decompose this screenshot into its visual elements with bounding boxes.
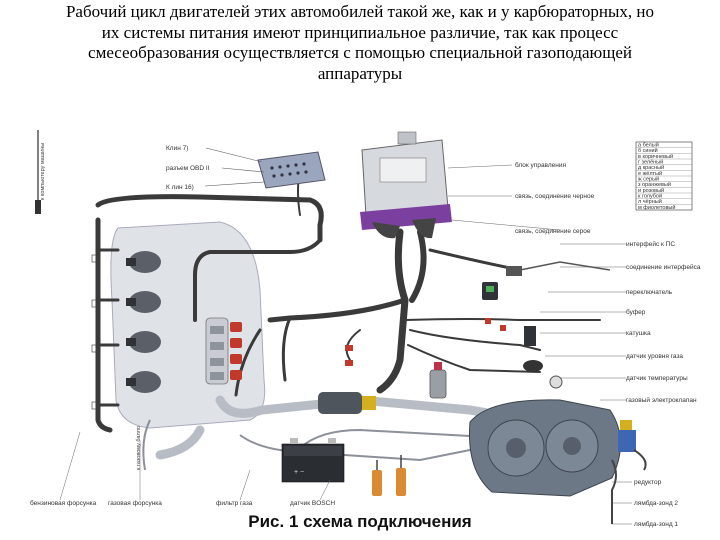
ecu-box-icon <box>360 131 452 239</box>
legend-item: ж серый <box>638 176 659 183</box>
label-buffer: буфер <box>626 308 646 316</box>
figure-caption: Рис. 1 схема подключения <box>248 512 472 531</box>
heading-line-4: аппаратуры <box>317 63 403 83</box>
obd-connector-icon <box>257 151 326 189</box>
label-petrol-injector: бензиновая форсунка <box>30 499 97 507</box>
legend-item: г зелёный <box>638 159 663 166</box>
gas-level-sensor-icon <box>523 360 543 372</box>
label-gas-valve: газовый электроклапан <box>626 396 697 404</box>
injector-rail-icon <box>205 317 229 385</box>
label-coil: катушка <box>626 330 651 337</box>
heading-line-1: Рабочий цикл двигателей этих автомобилей… <box>65 2 655 21</box>
lambda-sensor-icon <box>372 455 406 496</box>
legend-item: д красный <box>638 164 664 171</box>
vertical-label-computer: к компьютеру машины <box>40 143 46 200</box>
label-pin-7: Клин 7) <box>166 145 188 152</box>
color-legend: а белый б синий в коричневый г зелёный д… <box>635 142 693 211</box>
label-switch: переключатель <box>626 289 673 296</box>
legend-item: л чёрный <box>638 198 662 205</box>
label-gas-injector: газовая форсунка <box>108 500 162 507</box>
legend-item: к голубой <box>638 193 662 200</box>
solenoid-valve-icon <box>318 392 376 414</box>
legend-item: в коричневый <box>638 153 673 160</box>
label-interface-pc: интерфейс к ПС <box>626 240 675 248</box>
legend-item: и розовый <box>638 187 664 194</box>
legend-item: м фиолетовый <box>638 204 675 211</box>
label-lambda-2: лямбда-зонд 2 <box>634 499 678 507</box>
switch-icon <box>482 282 498 300</box>
temp-sensor-icon <box>549 375 563 389</box>
legend-item: а белый <box>638 142 659 149</box>
battery-icon: + − <box>281 438 345 483</box>
label-gas-filter: фильтр газа <box>216 500 253 507</box>
connector-group <box>230 318 506 380</box>
label-reducer: редуктор <box>634 479 662 486</box>
label-ecu: блок управления <box>515 161 566 169</box>
coil-icon <box>429 362 447 399</box>
label-black-connector: связь, соединение черное <box>515 193 595 200</box>
legend-item: б синий <box>638 147 658 154</box>
legend-item: е жёлтый <box>638 170 662 177</box>
heading-line-2: их системы питания имеют принципиальное … <box>101 22 619 42</box>
heading: Рабочий цикл двигателей этих автомобилей… <box>0 2 720 84</box>
label-obd: разъем OBD II <box>166 165 210 172</box>
buffer-icon <box>524 326 536 346</box>
label-temp-sensor: датчик температуры <box>626 375 688 382</box>
svg-text:+ −: + − <box>294 469 304 476</box>
legend-item: з оранжевый <box>638 181 671 188</box>
label-bosch-sensor: датчик BOSCH <box>290 500 335 507</box>
heading-line-3: смесеобразования осуществляется с помощь… <box>88 43 632 62</box>
label-grey-connector: связь, соединение серое <box>515 228 591 235</box>
vertical-label-tank: к газовому баллону <box>136 420 142 470</box>
label-lambda-1: лямбда-зонд 1 <box>634 520 678 528</box>
interface-plug-icon <box>506 261 611 276</box>
label-gas-level: датчик уровня газа <box>626 353 683 360</box>
reducer-icon <box>468 399 636 497</box>
label-interface-conn: соединение интерфейса <box>626 263 701 271</box>
label-pin-16: К лин 16) <box>166 184 194 191</box>
